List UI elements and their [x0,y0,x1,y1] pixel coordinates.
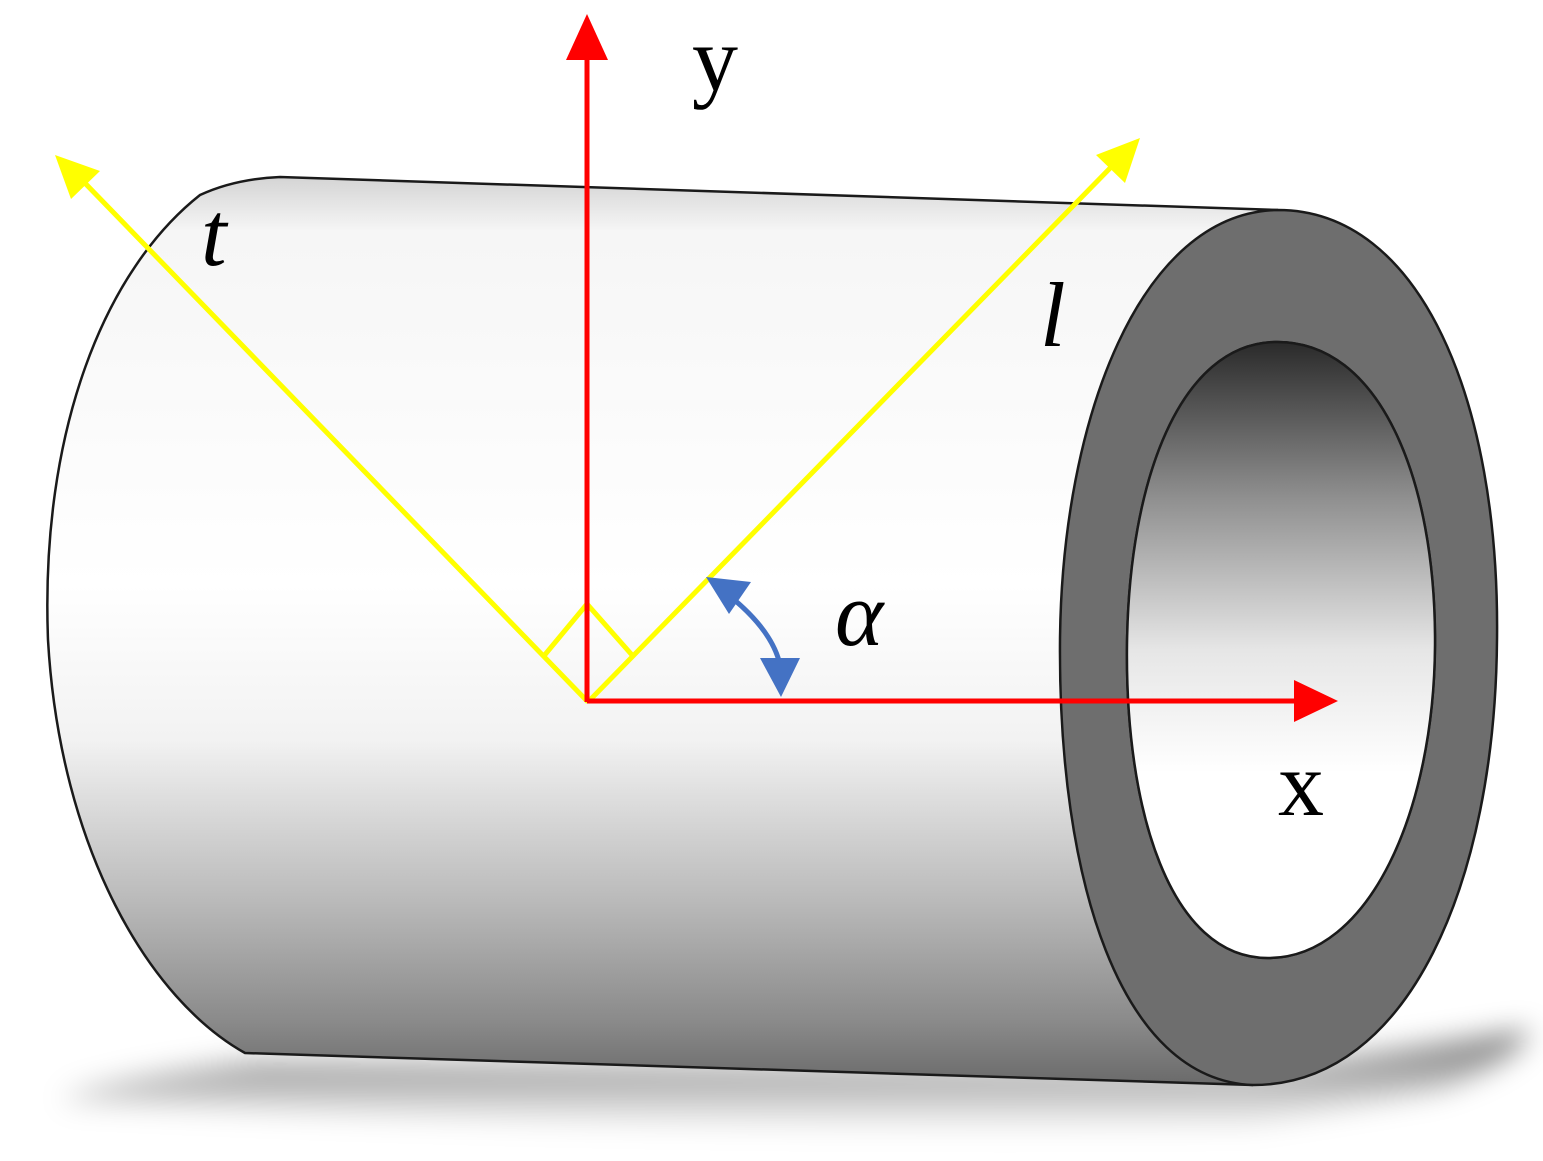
angle-arrowhead-lower [760,658,800,697]
y-axis-label: y [692,8,738,110]
l-axis-arrowhead [1096,138,1140,183]
tube-shadow [60,1030,1530,1128]
t-axis-label: t [201,183,229,285]
angle-label: α [835,563,885,665]
l-axis-line [586,158,1120,704]
l-axis-label: l [1040,264,1066,366]
tube-bore [1125,340,1437,960]
angle-arrowhead-upper [706,577,751,614]
x-axis-label: x [1278,733,1324,835]
t-axis-arrowhead [55,155,100,199]
y-axis-arrowhead [566,14,608,60]
x-axis-arrowhead [1294,680,1338,722]
t-axis-line [78,176,590,704]
